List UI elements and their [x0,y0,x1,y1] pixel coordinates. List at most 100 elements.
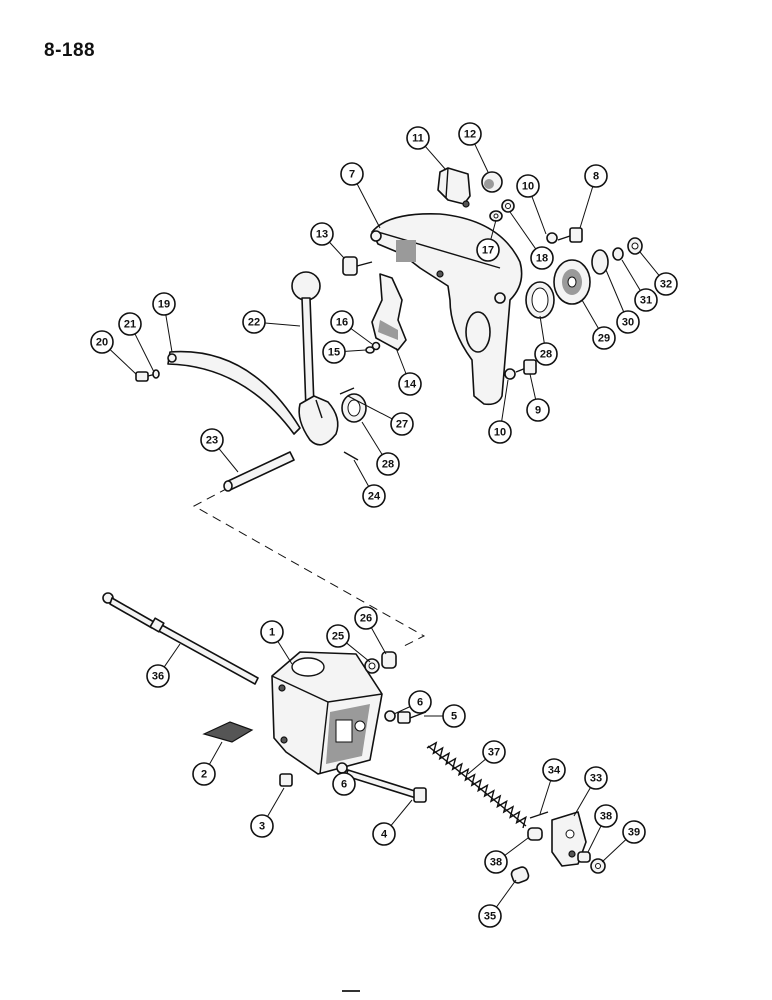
callout-7: 7 [340,162,364,186]
callout-circle [534,342,558,366]
callout-circle [260,620,284,644]
bolt-part-13 [342,256,373,276]
page-number: 8-188 [44,40,96,61]
callout-circle [90,330,114,354]
callout-circle [398,372,422,396]
detent-block-part-11 [437,167,471,208]
spring-part-37 [426,741,527,829]
callout-number: 24 [368,491,381,503]
leader-line-16 [350,328,373,345]
callout-number: 8 [593,171,599,183]
leader-line-18 [509,211,537,250]
pin-part-34 [529,811,549,819]
callout-circle [340,162,364,186]
callout-13: 13 [310,222,334,246]
nut-part-18 [501,199,515,213]
bracket-part-33 [551,811,587,867]
selector-bracket-part-14 [371,273,407,351]
callout-circle [478,904,502,928]
callout-circle [476,238,500,262]
callout-circle [442,704,466,728]
callout-25: 25 [326,624,350,648]
callout-10: 10 [488,420,512,444]
callout-27: 27 [390,412,414,436]
callout-circle [592,326,616,350]
callout-circle [146,664,170,688]
callout-number: 20 [96,337,108,349]
leader-line-32 [639,251,660,276]
callout-number: 29 [598,333,610,345]
callout-8: 8 [584,164,608,188]
callout-3: 3 [250,814,274,838]
bolt-part-8 [557,227,583,243]
shift-housing-part-1 [271,651,383,775]
callout-number: 25 [332,631,344,643]
leader-line-24 [353,459,370,487]
leader-line-4 [390,799,413,826]
leader-line-28 [361,421,383,455]
callout-30: 30 [616,310,640,334]
leader-line-30 [605,269,625,313]
callout-number: 17 [482,245,494,257]
leader-line-38 [504,837,529,856]
washer-part-15 [365,346,375,354]
callout-circle [362,484,386,508]
callout-number: 30 [622,317,634,329]
leader-line-19 [165,314,173,353]
callout-26: 26 [354,606,378,630]
callout-number: 11 [412,133,424,145]
callout-32: 32 [654,272,678,296]
callout-number: 34 [548,765,561,777]
callout-circle [584,766,608,790]
callout-circle [542,758,566,782]
callout-number: 13 [316,229,328,241]
callout-1: 1 [260,620,284,644]
callout-number: 1 [269,627,275,639]
leader-line-28 [539,315,545,344]
callout-circle [354,606,378,630]
callout-5: 5 [442,704,466,728]
callout-22: 22 [242,310,266,334]
bolt-part-9 [515,359,537,375]
link-arm-part-19 [167,350,301,435]
roller-part-35 [510,866,530,884]
callout-number: 38 [600,811,612,823]
washer-part-10-top [546,232,558,244]
callout-number: 10 [494,427,506,439]
callout-number: 28 [382,459,394,471]
bushing-part-26 [381,651,397,669]
leader-line-37 [467,758,486,775]
callout-circle [616,310,640,334]
callout-23: 23 [200,428,224,452]
leader-lines [109,143,660,908]
leader-line-17 [490,219,497,240]
callout-circle [634,288,658,312]
scan-artifact [342,990,360,992]
callout-circle [622,820,646,844]
leader-line-22 [264,322,301,327]
assembly-dashed-line [192,487,426,649]
callout-number: 7 [349,169,355,181]
leader-line-9 [529,373,537,400]
tag-part-2 [202,721,254,743]
leader-line-26 [370,627,387,655]
callout-circle [118,312,142,336]
callout-circle [200,428,224,452]
callout-circle [526,398,550,422]
leader-line-12 [474,143,489,173]
washer-part-6-lower [336,762,348,774]
callout-number: 10 [522,181,534,193]
shaft-part-23 [223,451,295,492]
callout-circle [654,272,678,296]
callout-4: 4 [372,822,396,846]
pin-part-16 [371,341,381,351]
callout-number: 38 [490,857,502,869]
callout-number: 28 [540,349,552,361]
callout-number: 12 [464,129,476,141]
callout-18: 18 [530,246,554,270]
callout-number: 4 [381,829,388,841]
callout-36: 36 [146,664,170,688]
callout-6: 6 [332,772,356,796]
callout-14: 14 [398,372,422,396]
knob-part-12 [481,171,503,193]
